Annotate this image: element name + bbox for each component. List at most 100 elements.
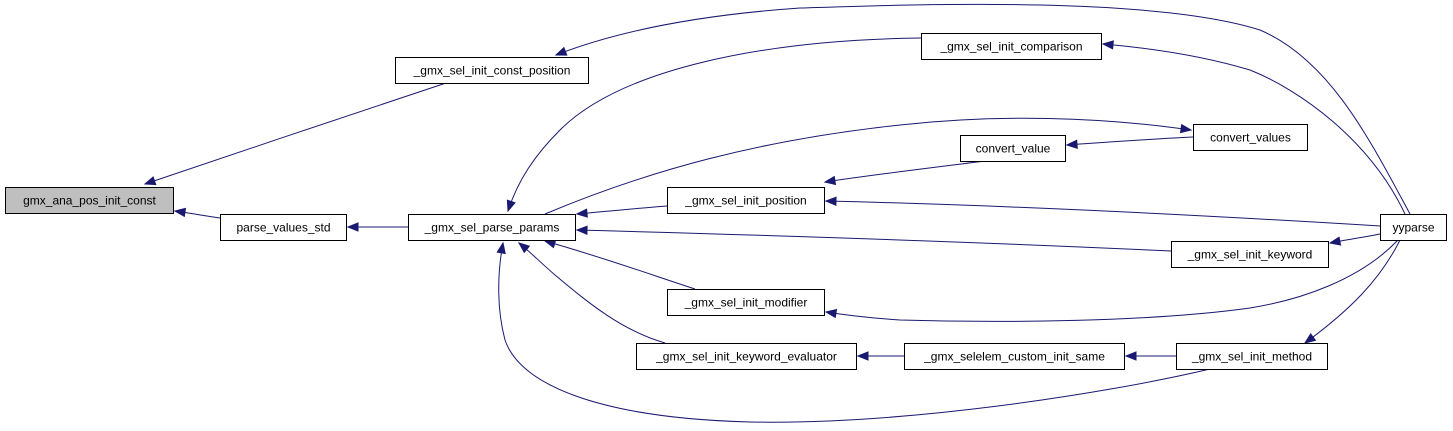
edge-convert-value-to-gmx-sel-init-position-line <box>824 160 986 183</box>
edge-gmx-sel-init-method-to-gmx-selelem-custom-init-same-arrowhead <box>1124 351 1137 361</box>
edge-gmx-sel-parse-params-to-parse-values-std <box>346 222 408 232</box>
node-label-gmx-sel-parse-params: _gmx_sel_parse_params <box>424 221 560 235</box>
edge-yyparse-to-gmx-sel-init-method <box>1303 239 1401 344</box>
node-gmx-selelem-custom-init-same[interactable]: _gmx_selelem_custom_init_same <box>904 343 1125 370</box>
edge-yyparse-to-gmx-sel-init-const-position <box>554 3 1411 215</box>
edge-gmx-sel-init-method-to-gmx-sel-parse-params-arrowhead <box>496 241 506 255</box>
call-edges <box>143 3 1411 423</box>
edge-gmx-sel-init-comparison-to-gmx-sel-parse-params-line <box>507 37 922 212</box>
node-box-gmx-sel-init-method[interactable] <box>1176 343 1328 370</box>
edge-gmx-sel-init-const-position-to-gmx-ana-pos-init-const-line <box>144 82 447 185</box>
edge-gmx-sel-init-position-to-gmx-sel-parse-params-arrowhead <box>575 208 588 218</box>
edge-gmx-selelem-custom-init-same-to-gmx-sel-init-keyword-evaluator-arrowhead <box>856 351 869 361</box>
node-label-gmx-sel-init-const-position: _gmx_sel_init_const_position <box>413 64 571 78</box>
edge-gmx-selelem-custom-init-same-to-gmx-sel-init-keyword-evaluator <box>856 351 904 361</box>
node-label-gmx-sel-init-keyword: _gmx_sel_init_keyword <box>1187 248 1313 262</box>
edge-gmx-sel-init-comparison-to-gmx-sel-parse-params-arrowhead <box>506 199 516 213</box>
edge-yyparse-to-gmx-sel-init-position-line <box>825 200 1381 227</box>
node-convert-value[interactable]: convert_value <box>960 135 1066 162</box>
node-box-gmx-selelem-custom-init-same[interactable] <box>904 343 1125 370</box>
node-label-yyparse: yyparse <box>1392 221 1434 235</box>
edge-gmx-sel-init-method-to-gmx-sel-parse-params-line <box>498 242 1211 423</box>
node-box-gmx-sel-parse-params[interactable] <box>408 214 576 241</box>
edge-gmx-sel-init-modifier-to-gmx-sel-parse-params <box>543 239 696 290</box>
node-label-gmx-sel-init-position: _gmx_sel_init_position <box>684 194 806 208</box>
edge-yyparse-to-gmx-sel-init-modifier <box>824 239 1399 322</box>
edge-gmx-sel-init-method-to-gmx-sel-parse-params <box>496 241 1211 423</box>
edge-yyparse-to-gmx-sel-init-comparison-line <box>1102 43 1406 215</box>
edge-convert-values-to-convert-value-arrowhead <box>1065 139 1078 149</box>
edge-gmx-sel-parse-params-to-convert-values <box>544 117 1193 215</box>
node-gmx-ana-pos-init-const[interactable]: gmx_ana_pos_init_const <box>5 187 174 214</box>
node-box-gmx-sel-init-const-position[interactable] <box>395 57 589 84</box>
edge-yyparse-to-gmx-sel-init-position <box>824 196 1381 227</box>
edge-gmx-sel-init-keyword-to-gmx-sel-parse-params <box>575 225 1172 252</box>
node-gmx-sel-parse-params[interactable]: _gmx_sel_parse_params <box>408 214 576 241</box>
edge-convert-values-to-convert-value-line <box>1066 136 1194 146</box>
edge-gmx-sel-init-const-position-to-gmx-ana-pos-init-const <box>143 82 447 186</box>
edge-convert-values-to-convert-value <box>1065 136 1194 149</box>
edge-yyparse-to-gmx-sel-init-comparison <box>1101 40 1406 215</box>
node-box-parse-values-std[interactable] <box>220 214 347 241</box>
edge-gmx-sel-parse-params-to-convert-values-arrowhead <box>1179 123 1193 134</box>
node-gmx-sel-init-comparison[interactable]: _gmx_sel_init_comparison <box>921 33 1102 60</box>
edge-yyparse-to-gmx-sel-init-modifier-line <box>825 239 1399 322</box>
node-box-gmx-sel-init-position[interactable] <box>667 187 825 214</box>
edge-yyparse-to-gmx-sel-init-modifier-arrowhead <box>824 308 838 319</box>
edge-convert-value-to-gmx-sel-init-position <box>823 160 986 186</box>
edge-parse-values-std-to-gmx-ana-pos-init-const-arrowhead <box>173 207 187 218</box>
node-box-convert-values[interactable] <box>1193 124 1308 151</box>
edge-gmx-sel-init-keyword-to-gmx-sel-parse-params-arrowhead <box>575 225 588 236</box>
node-gmx-sel-init-const-position[interactable]: _gmx_sel_init_const_position <box>395 57 589 84</box>
node-box-gmx-sel-init-keyword[interactable] <box>1171 241 1329 268</box>
edge-yyparse-to-gmx-sel-init-const-position-line <box>555 3 1411 215</box>
node-label-gmx-sel-init-keyword-evaluator: _gmx_sel_init_keyword_evaluator <box>655 350 837 364</box>
edge-yyparse-to-gmx-sel-init-method-line <box>1304 239 1401 344</box>
node-parse-values-std[interactable]: parse_values_std <box>220 214 347 241</box>
edge-yyparse-to-gmx-sel-init-keyword <box>1328 233 1381 246</box>
edge-gmx-sel-init-const-position-to-gmx-ana-pos-init-const-arrowhead <box>143 176 157 186</box>
node-label-gmx-ana-pos-init-const: gmx_ana_pos_init_const <box>23 194 156 208</box>
edge-gmx-sel-init-method-to-gmx-selelem-custom-init-same <box>1124 351 1176 361</box>
edge-parse-values-std-to-gmx-ana-pos-init-const <box>173 207 221 219</box>
edge-gmx-sel-init-keyword-evaluator-to-gmx-sel-parse-params-line <box>518 242 666 344</box>
edge-yyparse-to-gmx-sel-init-const-position-arrowhead <box>554 46 568 56</box>
node-label-convert-value: convert_value <box>976 142 1051 156</box>
edge-gmx-sel-init-keyword-to-gmx-sel-parse-params-line <box>576 229 1172 252</box>
edge-yyparse-to-gmx-sel-init-comparison-arrowhead <box>1101 40 1114 50</box>
node-label-convert-values: convert_values <box>1210 131 1291 145</box>
edge-yyparse-to-gmx-sel-init-method-arrowhead <box>1303 332 1317 344</box>
edge-gmx-sel-init-position-to-gmx-sel-parse-params <box>575 205 668 218</box>
edge-gmx-sel-init-modifier-to-gmx-sel-parse-params-line <box>544 240 696 290</box>
node-gmx-sel-init-method[interactable]: _gmx_sel_init_method <box>1176 343 1328 370</box>
edge-yyparse-to-gmx-sel-init-position-arrowhead <box>824 196 837 206</box>
edge-gmx-sel-init-comparison-to-gmx-sel-parse-params <box>506 37 922 213</box>
edge-gmx-sel-parse-params-to-convert-values-line <box>544 117 1192 215</box>
edge-gmx-sel-init-keyword-evaluator-to-gmx-sel-parse-params-arrowhead <box>517 242 531 254</box>
node-gmx-sel-init-keyword-evaluator[interactable]: _gmx_sel_init_keyword_evaluator <box>636 343 857 370</box>
edge-convert-value-to-gmx-sel-init-position-arrowhead <box>823 175 837 186</box>
node-box-convert-value[interactable] <box>960 135 1066 162</box>
node-box-gmx-ana-pos-init-const[interactable] <box>5 187 174 214</box>
node-box-gmx-sel-init-modifier[interactable] <box>667 289 825 316</box>
node-label-gmx-sel-init-method: _gmx_sel_init_method <box>1191 350 1312 364</box>
node-box-yyparse[interactable] <box>1380 214 1447 241</box>
edge-gmx-sel-init-keyword-evaluator-to-gmx-sel-parse-params <box>517 242 666 344</box>
node-label-gmx-sel-init-comparison: _gmx_sel_init_comparison <box>939 40 1082 54</box>
edge-gmx-sel-init-position-to-gmx-sel-parse-params-line <box>576 205 668 215</box>
node-box-gmx-sel-init-comparison[interactable] <box>921 33 1102 60</box>
node-gmx-sel-init-position[interactable]: _gmx_sel_init_position <box>667 187 825 214</box>
edge-gmx-sel-init-modifier-to-gmx-sel-parse-params-arrowhead <box>543 239 557 249</box>
edge-yyparse-to-gmx-sel-init-keyword-arrowhead <box>1328 236 1342 246</box>
function-nodes: gmx_ana_pos_init_const _gmx_sel_init_cons… <box>5 33 1447 370</box>
node-gmx-sel-init-modifier[interactable]: _gmx_sel_init_modifier <box>667 289 825 316</box>
edge-gmx-sel-parse-params-to-parse-values-std-arrowhead <box>346 222 359 232</box>
node-label-parse-values-std: parse_values_std <box>236 221 330 235</box>
node-label-gmx-sel-init-modifier: _gmx_sel_init_modifier <box>684 296 808 310</box>
node-convert-values[interactable]: convert_values <box>1193 124 1308 151</box>
node-gmx-sel-init-keyword[interactable]: _gmx_sel_init_keyword <box>1171 241 1329 268</box>
node-yyparse[interactable]: yyparse <box>1380 214 1447 241</box>
node-box-gmx-sel-init-keyword-evaluator[interactable] <box>636 343 857 370</box>
node-label-gmx-selelem-custom-init-same: _gmx_selelem_custom_init_same <box>923 350 1105 364</box>
